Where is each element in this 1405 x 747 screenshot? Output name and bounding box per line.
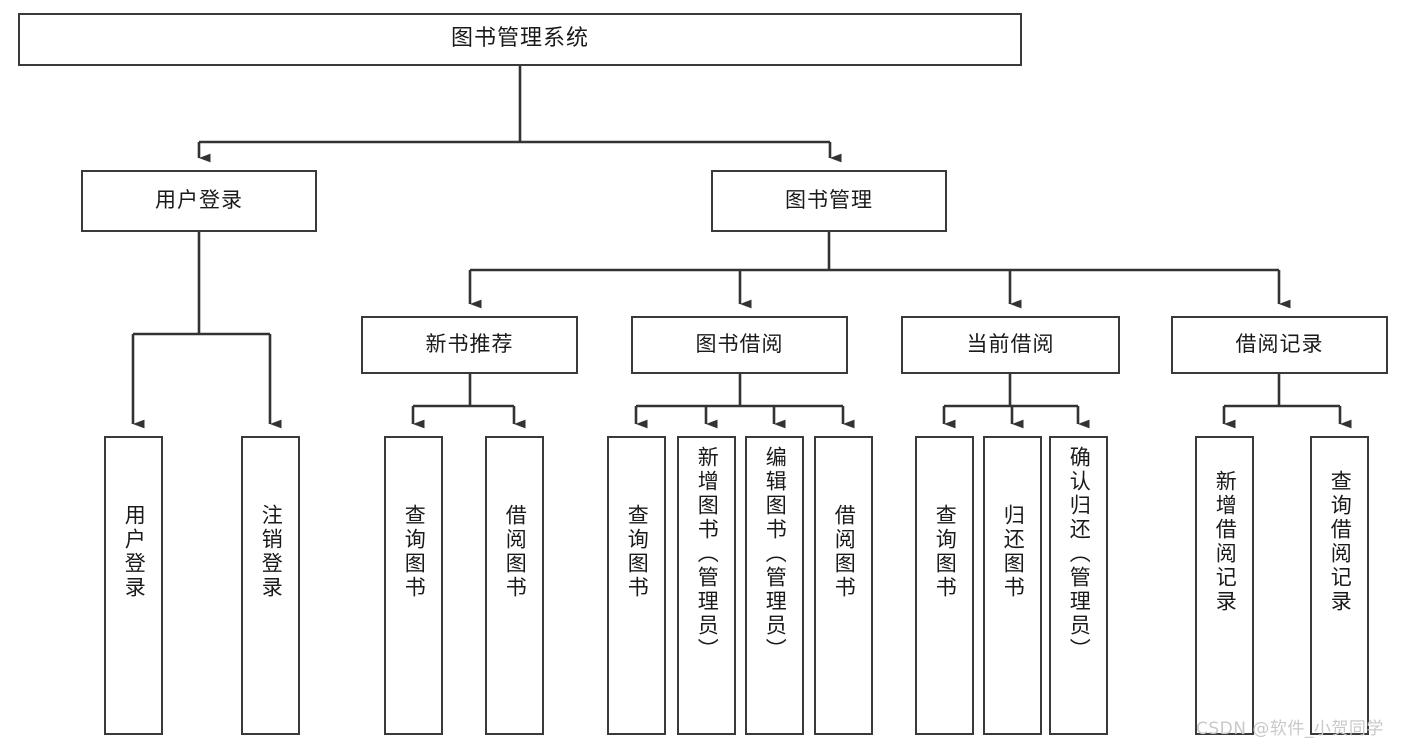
node-current-borrow-label: 当前借阅: [966, 332, 1055, 357]
node-leaf-add-record-label: 新增借阅记录: [1213, 470, 1238, 614]
node-leaf-borrow-book-2-label: 借阅图书: [832, 504, 857, 600]
node-leaf-edit-book-label: 编辑图书（管理员）: [763, 446, 788, 662]
node-leaf-user-login[interactable]: 用户登录: [104, 436, 163, 735]
node-leaf-add-record[interactable]: 新增借阅记录: [1195, 436, 1254, 735]
node-leaf-borrow-book-2[interactable]: 借阅图书: [814, 436, 873, 735]
node-leaf-query-record-label: 查询借阅记录: [1328, 470, 1353, 614]
node-current-borrow[interactable]: 当前借阅: [901, 316, 1120, 374]
node-leaf-query-book-2[interactable]: 查询图书: [607, 436, 666, 735]
node-leaf-query-record[interactable]: 查询借阅记录: [1310, 436, 1369, 735]
node-book-manage-label: 图书管理: [785, 188, 873, 213]
node-root-label: 图书管理系统: [450, 26, 589, 52]
node-user-login[interactable]: 用户登录: [81, 170, 317, 232]
node-leaf-logout-label: 注销登录: [259, 504, 284, 600]
csdn-watermark: CSDN @软件_小贺同学: [1196, 719, 1384, 739]
node-leaf-add-book[interactable]: 新增图书（管理员）: [677, 436, 736, 735]
node-leaf-add-book-label: 新增图书（管理员）: [695, 446, 720, 662]
node-new-book-rec[interactable]: 新书推荐: [361, 316, 578, 374]
node-leaf-return-book-label: 归还图书: [1001, 504, 1026, 600]
node-leaf-query-book-3-label: 查询图书: [933, 504, 958, 600]
node-leaf-query-book-1-label: 查询图书: [402, 504, 427, 600]
node-leaf-confirm-return-label: 确认归还（管理员）: [1067, 446, 1092, 662]
node-leaf-logout[interactable]: 注销登录: [241, 436, 300, 735]
node-book-borrow[interactable]: 图书借阅: [631, 316, 848, 374]
node-root[interactable]: 图书管理系统: [18, 13, 1022, 66]
node-leaf-query-book-3[interactable]: 查询图书: [915, 436, 974, 735]
node-borrow-record-label: 借阅记录: [1235, 332, 1324, 357]
node-new-book-rec-label: 新书推荐: [425, 332, 514, 357]
node-leaf-query-book-2-label: 查询图书: [625, 504, 650, 600]
node-leaf-borrow-book-1-label: 借阅图书: [503, 504, 528, 600]
node-book-borrow-label: 图书借阅: [695, 332, 784, 357]
node-user-login-label: 用户登录: [155, 188, 243, 213]
node-leaf-query-book-1[interactable]: 查询图书: [384, 436, 443, 735]
node-leaf-borrow-book-1[interactable]: 借阅图书: [485, 436, 544, 735]
node-leaf-confirm-return[interactable]: 确认归还（管理员）: [1049, 436, 1108, 735]
node-borrow-record[interactable]: 借阅记录: [1171, 316, 1388, 374]
node-book-manage[interactable]: 图书管理: [711, 170, 947, 232]
node-leaf-edit-book[interactable]: 编辑图书（管理员）: [745, 436, 804, 735]
node-leaf-user-login-label: 用户登录: [122, 504, 147, 600]
node-leaf-return-book[interactable]: 归还图书: [983, 436, 1042, 735]
